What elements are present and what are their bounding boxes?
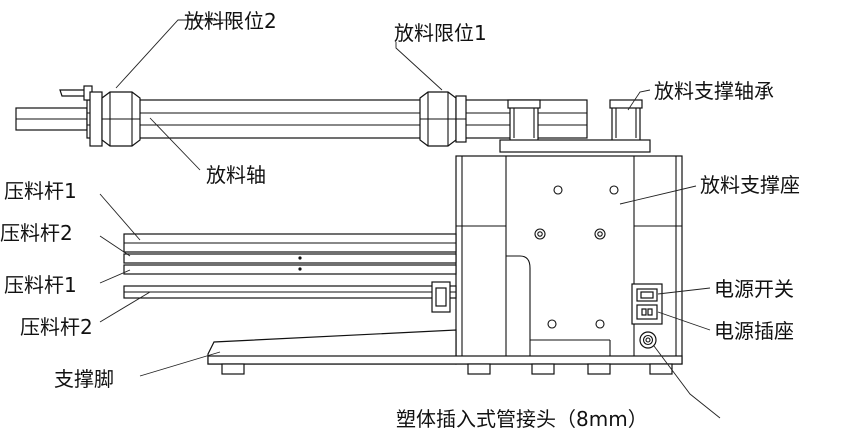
label-unwind-support-bearing: 放料支撑轴承 xyxy=(654,79,774,103)
unwind-limit-1-collar xyxy=(419,91,467,147)
label-unwind-limit-2: 放料限位2 xyxy=(184,9,277,33)
unwind-support-base xyxy=(455,155,683,365)
label-unwind-support-base: 放料支撑座 xyxy=(700,173,800,197)
push-in-fitting xyxy=(639,331,657,349)
base-plate xyxy=(207,329,683,365)
unwind-limit-2-collar xyxy=(89,91,141,147)
label-push-in-fitting: 塑体插入式管接头（8mm） xyxy=(396,407,648,431)
support-foot xyxy=(221,363,673,375)
label-press-rod-1-bottom: 压料杆1 xyxy=(4,273,77,297)
shaft-clamp-lever xyxy=(59,85,93,101)
label-press-rod-1-top: 压料杆1 xyxy=(4,179,77,203)
bearing-crossbar xyxy=(499,139,651,153)
label-unwind-limit-1: 放料限位1 xyxy=(394,21,487,45)
leader-lines xyxy=(99,19,721,419)
label-power-socket: 电源插座 xyxy=(714,319,794,343)
label-power-switch: 电源开关 xyxy=(714,277,794,301)
rod-bracket xyxy=(431,281,451,313)
label-press-rod-2-top: 压料杆2 xyxy=(0,221,73,245)
label-unwind-shaft: 放料轴 xyxy=(206,163,266,187)
unwind-shaft xyxy=(15,99,588,139)
label-press-rod-2-bottom: 压料杆2 xyxy=(20,315,93,339)
power-socket xyxy=(636,304,658,320)
label-support-foot: 支撑脚 xyxy=(54,367,114,391)
unwind-support-bearing-right xyxy=(609,99,643,151)
press-rods xyxy=(123,233,457,299)
